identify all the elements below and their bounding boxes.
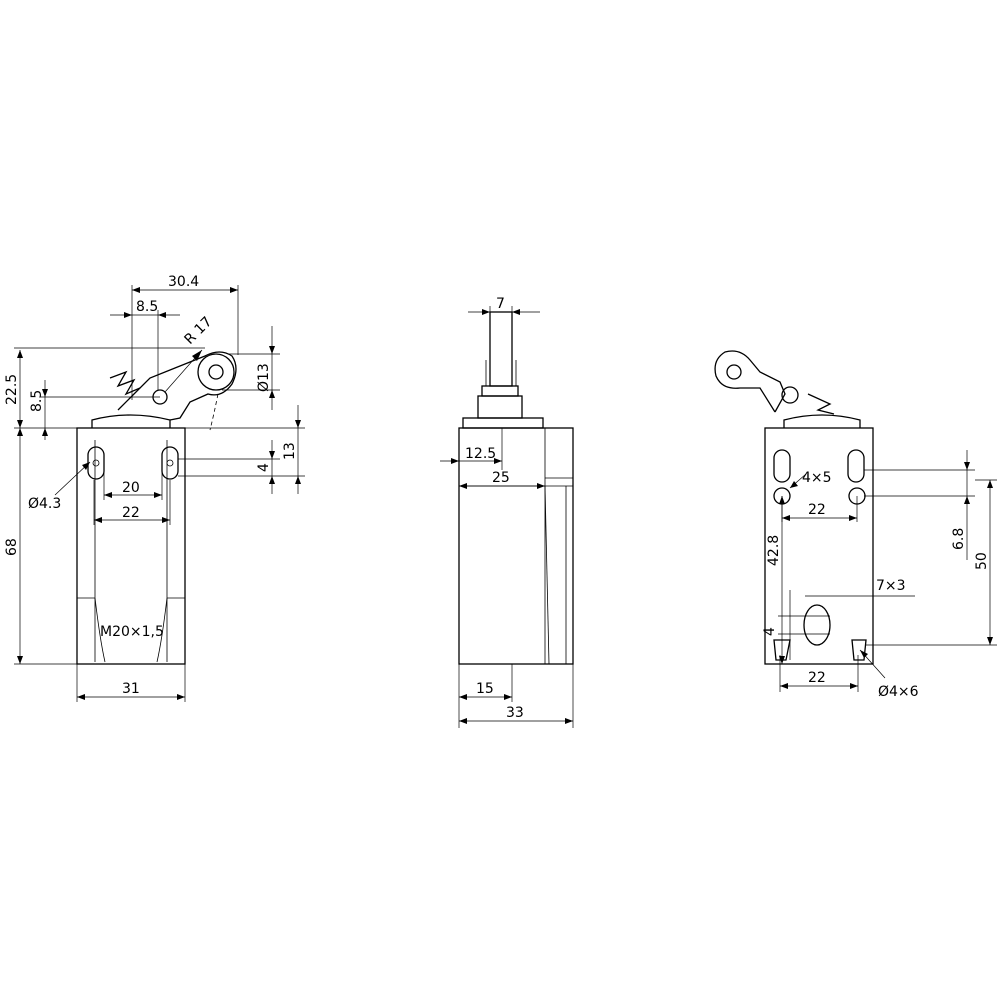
dim-22-top: 22: [808, 502, 826, 518]
dim-30-4: 30.4: [168, 274, 199, 290]
rear-center-slot: [803, 604, 831, 646]
dim-4-rear: 4: [762, 627, 778, 636]
dim-dia4x6: Ø4×6: [878, 684, 919, 700]
side-body: [458, 427, 574, 665]
side-view: 7 12.5 25 15 33: [440, 296, 574, 728]
front-head-cap: [91, 414, 171, 428]
dim-8-5-top: 8.5: [136, 299, 158, 315]
dim-22-bottom: 22: [808, 670, 826, 686]
dim-25: 25: [492, 470, 510, 486]
dim-15: 15: [476, 681, 494, 697]
mount-slot-right: [161, 446, 179, 480]
front-body: [76, 427, 186, 665]
dim-7x3: 7×3: [876, 578, 906, 594]
side-roller: [489, 311, 513, 387]
dim-dia13: Ø13: [256, 363, 272, 392]
dim-31: 31: [122, 681, 140, 697]
dim-33: 33: [506, 705, 524, 721]
dim-4: 4: [256, 463, 272, 472]
dim-20: 20: [122, 480, 140, 496]
dim-12-5: 12.5: [465, 446, 496, 462]
thread-label: M20×1,5: [100, 624, 164, 640]
roller-outer: [197, 353, 235, 391]
front-lever-arm: [117, 351, 237, 421]
dim-dia4-3: Ø4.3: [28, 496, 61, 512]
dim-r17: R 17: [182, 314, 216, 348]
dim-6-8: 6.8: [951, 528, 967, 550]
dim-8-5-side: 8.5: [29, 390, 45, 412]
dim-68: 68: [4, 538, 20, 556]
rear-view: 4×5 22 42.8 6.8 50 7×3 4: [714, 350, 997, 700]
rear-body: [764, 427, 874, 665]
dim-42-8: 42.8: [766, 535, 782, 566]
dim-22-5: 22.5: [4, 374, 20, 405]
side-head: [462, 417, 544, 429]
rear-head-cap: [783, 414, 861, 428]
roller-inner: [208, 364, 224, 380]
front-view: 30.4 8.5 R 17 22.5 8.5 Ø13 13: [4, 274, 305, 702]
dim-22: 22: [122, 505, 140, 521]
rear-roller: [726, 364, 742, 380]
dim-13: 13: [282, 442, 298, 460]
mount-slot-left: [87, 446, 105, 480]
dim-7: 7: [496, 296, 505, 312]
dim-4x5: 4×5: [802, 470, 832, 486]
rear-lever-arm: [714, 350, 786, 413]
dim-50: 50: [974, 552, 990, 570]
